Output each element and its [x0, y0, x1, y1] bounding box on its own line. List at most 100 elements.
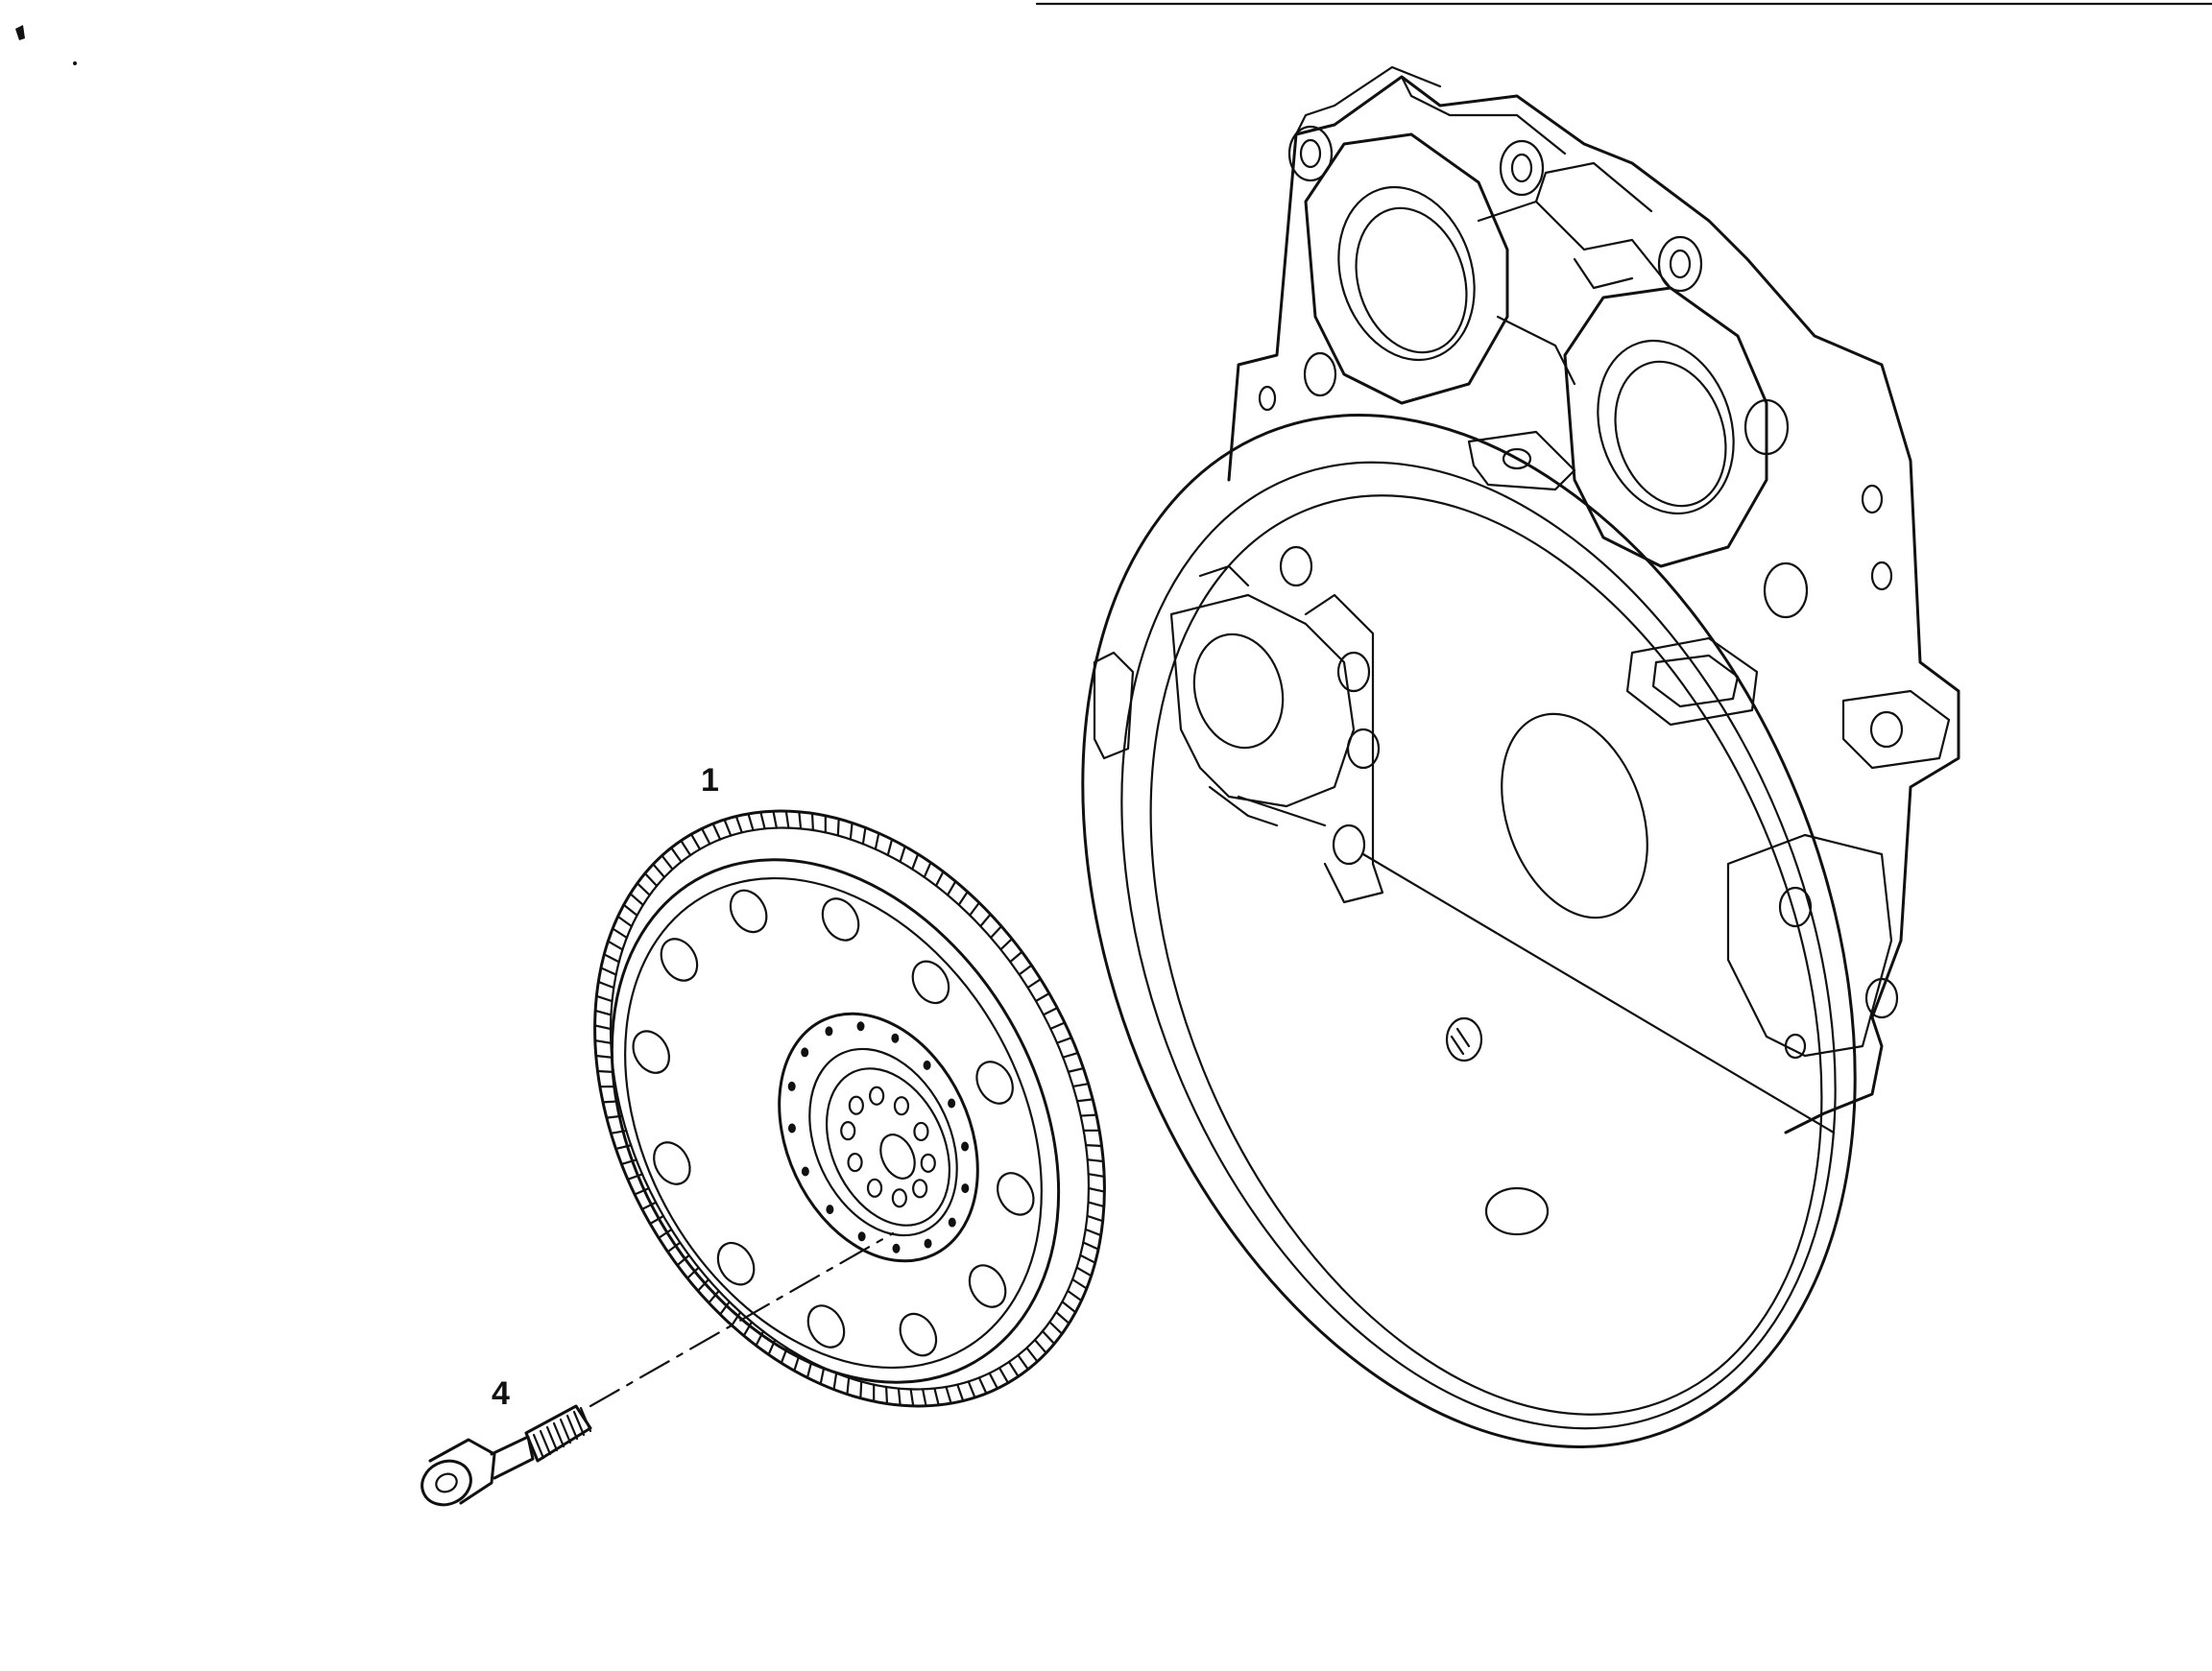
hub-dot — [961, 1142, 969, 1152]
gear-tooth — [1050, 1023, 1065, 1029]
bolt-shank — [492, 1437, 533, 1478]
flywheel-pocket — [905, 955, 955, 1010]
hub-dot — [891, 1034, 899, 1043]
gear-tooth — [1076, 1268, 1091, 1277]
upper-right-boss — [1565, 288, 1767, 566]
hub-dot — [925, 1239, 932, 1249]
gear-tooth — [1035, 1340, 1046, 1353]
flywheel-face-rim — [521, 779, 1149, 1463]
gear-tooth — [748, 814, 753, 830]
hub-dot — [924, 1061, 931, 1070]
gear-tooth — [608, 942, 622, 950]
gear-tooth — [886, 1387, 887, 1404]
gear-tooth — [834, 1373, 837, 1390]
hub-bolt-hole — [849, 1154, 862, 1171]
gear-tooth — [1036, 993, 1049, 1001]
gear-tooth — [863, 827, 866, 844]
gear-tooth — [1080, 1255, 1094, 1263]
gear-tooth — [1089, 1203, 1104, 1206]
gear-tooth — [821, 1368, 824, 1384]
gear-tooth — [899, 1389, 901, 1406]
starter-opening — [1171, 595, 1354, 806]
flywheel-pocket — [962, 1259, 1012, 1314]
flywheel-pocket — [991, 1166, 1041, 1221]
flywheel-pocket — [723, 884, 773, 939]
flywheel-pocket — [815, 893, 865, 947]
gear-tooth — [598, 982, 613, 988]
hub-dot — [802, 1166, 809, 1176]
gear-tooth — [948, 881, 955, 895]
gear-tooth — [601, 967, 616, 974]
left-ear — [1094, 653, 1133, 758]
flywheel-pockets — [626, 884, 1041, 1362]
gear-tooth — [1020, 966, 1032, 975]
gear-tooth — [812, 814, 813, 831]
gear-tooth — [1028, 979, 1041, 988]
gear-tooth — [934, 1389, 938, 1405]
gear-tooth — [799, 812, 801, 829]
gear-tooth — [596, 1056, 613, 1058]
gear-tooth — [1000, 939, 1012, 949]
gear-tooth — [624, 905, 637, 916]
gear-tooth — [1072, 1279, 1087, 1289]
gear-tooth — [1026, 1348, 1037, 1361]
gear-tooth — [760, 812, 764, 828]
gear-tooth — [630, 894, 642, 905]
drain-hole — [1486, 1188, 1548, 1234]
housing-inner-rim — [987, 356, 1970, 1535]
gear-tooth — [860, 1381, 861, 1397]
gear-tooth — [618, 917, 632, 926]
gear-tooth — [604, 954, 618, 962]
gear-tooth — [901, 847, 905, 862]
flywheel-pocket — [893, 1307, 943, 1362]
upper-left-boss — [1306, 134, 1507, 403]
gear-tooth — [725, 820, 732, 836]
gear-tooth — [1086, 1145, 1102, 1146]
hub-bolt-hole — [850, 1097, 863, 1114]
flywheel-pocket — [801, 1300, 851, 1354]
flywheel-pocket — [710, 1236, 760, 1291]
gear-tooth — [912, 854, 918, 870]
flywheel-pocket — [654, 933, 704, 988]
gear-tooth — [595, 1011, 611, 1015]
gear-tooth — [1057, 1038, 1071, 1042]
flywheel-bolt — [415, 1233, 893, 1513]
gear-tooth — [613, 929, 627, 939]
gear-tooth — [653, 864, 664, 877]
gear-tooth — [991, 926, 1001, 938]
gear-tooth — [1009, 1362, 1019, 1376]
gear-tooth — [598, 1071, 614, 1072]
gear-tooth — [999, 1368, 1008, 1383]
gear-tooth — [1049, 1322, 1062, 1333]
hub-dot — [826, 1205, 833, 1214]
gear-tooth — [979, 1377, 987, 1393]
gear-tooth — [911, 1389, 914, 1405]
callout-4: 4 — [492, 1377, 510, 1410]
gear-tooth — [1063, 1053, 1077, 1058]
gear-tooth — [946, 1387, 950, 1403]
flywheel-hub — [741, 981, 1016, 1293]
flywheel-housing — [938, 67, 2000, 1563]
gear-tooth — [969, 1381, 975, 1397]
hub-dot — [856, 1021, 864, 1031]
hub-bolt-hole — [922, 1155, 935, 1172]
hub-dot — [825, 1026, 832, 1036]
gear-tooth — [1077, 1099, 1093, 1101]
gear-tooth — [596, 996, 612, 1001]
hub-bolt-hole — [913, 1180, 926, 1197]
gear-tooth — [1062, 1301, 1075, 1312]
gear-tooth — [1043, 1331, 1054, 1344]
callout-1: 1 — [701, 764, 719, 797]
bolt-thread — [554, 1423, 564, 1446]
hub-bolt-hole — [841, 1122, 854, 1139]
hub-bolt-hole — [870, 1087, 883, 1105]
gear-tooth — [595, 1040, 612, 1043]
hub-dot — [949, 1218, 956, 1228]
gear-tooth — [702, 828, 709, 844]
hub-dot — [893, 1244, 901, 1253]
flywheel — [492, 719, 1208, 1498]
gear-tooth — [1088, 1159, 1104, 1161]
bolt-thread — [567, 1416, 577, 1439]
gear-tooth — [1056, 1312, 1069, 1324]
